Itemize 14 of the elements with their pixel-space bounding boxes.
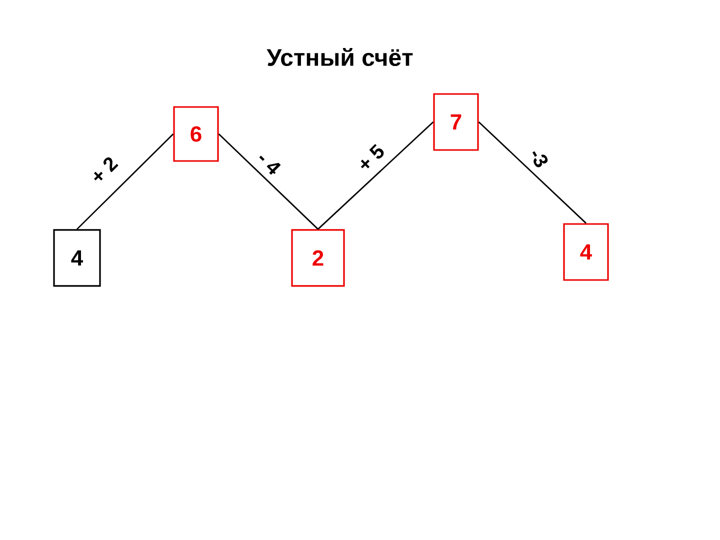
- number-box: 2: [291, 229, 345, 287]
- edge-label: + 2: [94, 157, 118, 180]
- number-box: 6: [173, 106, 219, 162]
- number-box: 4: [53, 229, 101, 287]
- title: Устный счёт: [266, 48, 413, 66]
- edge-label: + 5: [360, 144, 384, 168]
- edge-label: -3: [532, 151, 548, 168]
- connector-line: [218, 133, 318, 230]
- connector-line: [318, 121, 434, 230]
- number-box: 4: [563, 223, 609, 281]
- edge-label: - 4: [259, 156, 281, 175]
- connector-line: [76, 134, 174, 230]
- connector-line: [478, 121, 586, 224]
- number-box: 7: [433, 93, 479, 151]
